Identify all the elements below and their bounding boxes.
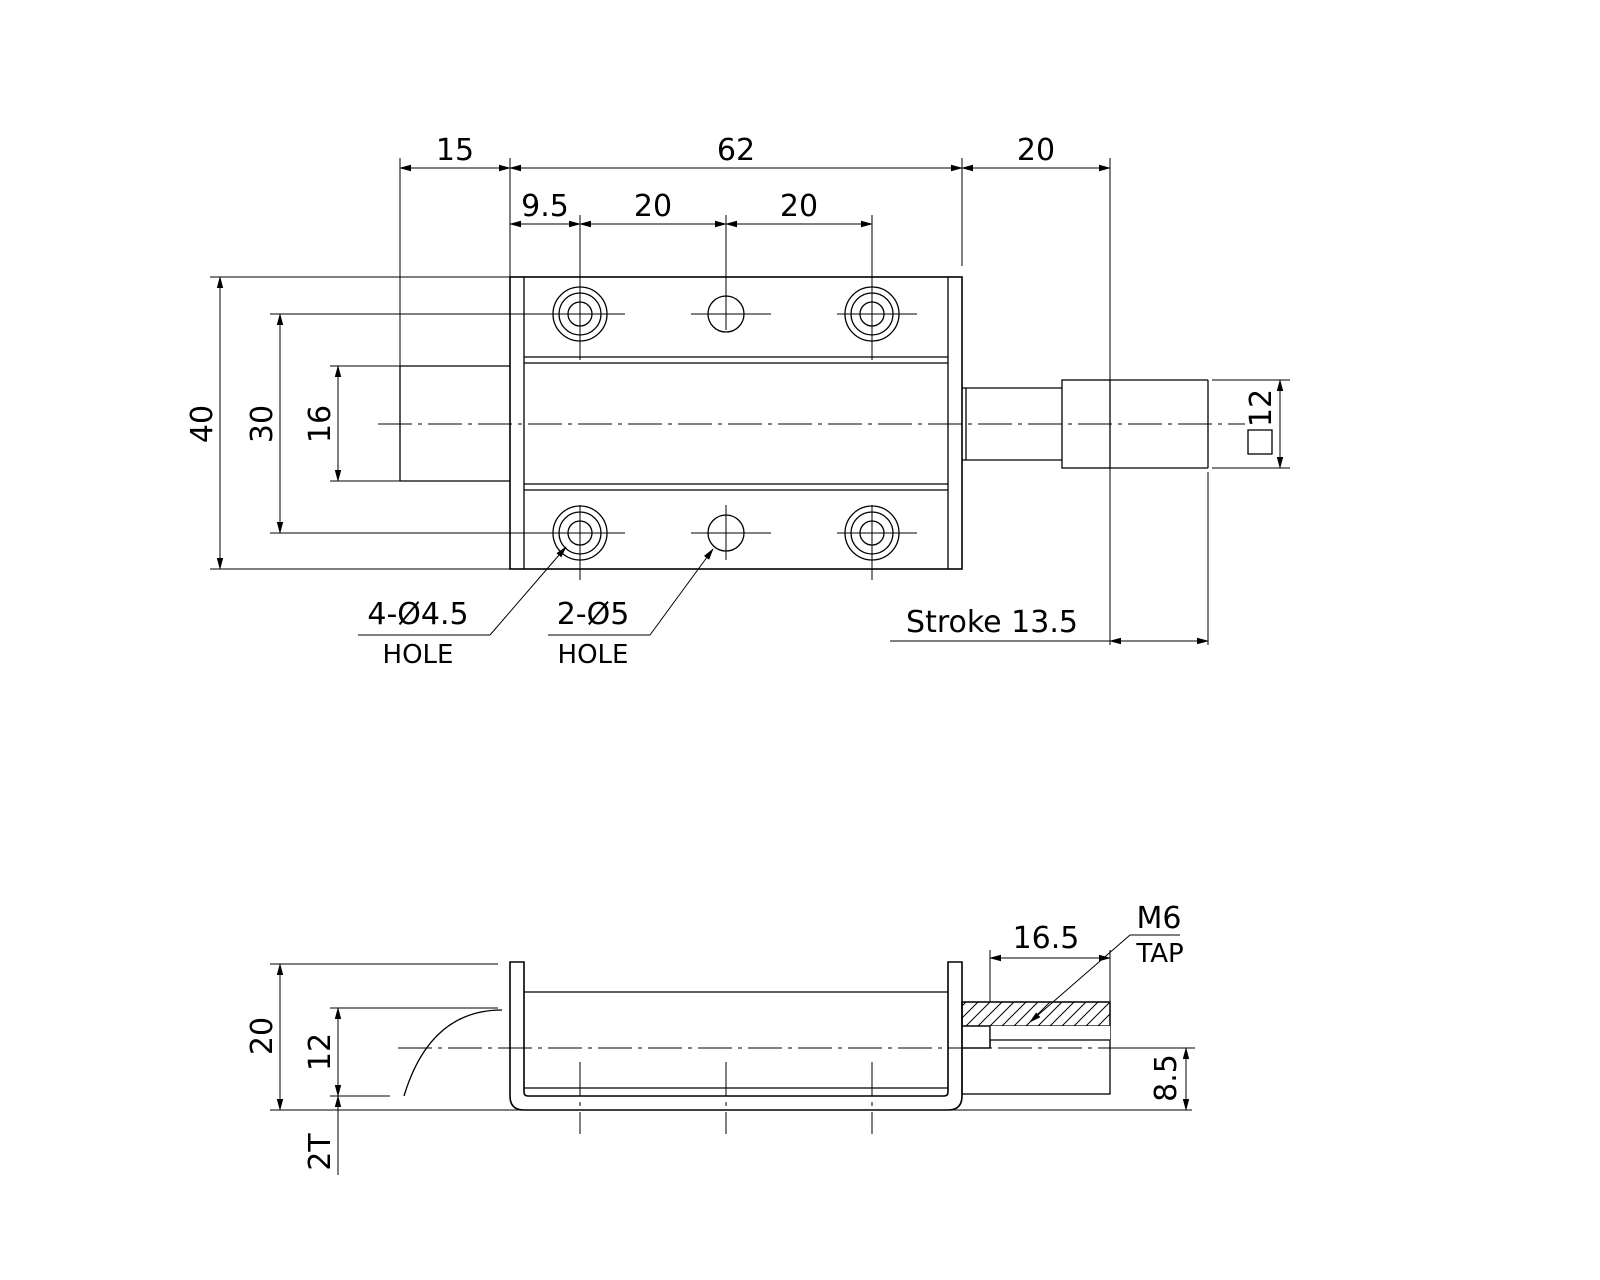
dim-thread-length: 16.5 xyxy=(1013,921,1080,956)
dim-hole-pitch: 20 xyxy=(634,189,672,224)
dim-square-size: 12 xyxy=(1244,389,1279,427)
square-symbol: 12 xyxy=(1244,389,1279,455)
dim-hole-pitch: 20 xyxy=(780,189,818,224)
dim-right-extension: 20 xyxy=(1017,133,1055,168)
dimension-lines xyxy=(216,164,1284,645)
tap-size: M6 xyxy=(1137,901,1182,936)
dim-slot-width: 16 xyxy=(303,405,338,443)
leader-lines xyxy=(358,546,714,636)
stroke-label: Stroke 13.5 xyxy=(906,605,1078,640)
hole-note-countersunk-sub: HOLE xyxy=(383,640,454,670)
hole-note-plain-sub: HOLE xyxy=(558,640,629,670)
tap-label: TAP xyxy=(1135,939,1183,969)
dim-body-length: 62 xyxy=(717,133,755,168)
bolt-side xyxy=(961,1001,1111,1095)
dim-bolt-height: 12 xyxy=(303,1033,338,1071)
dimension-lines xyxy=(276,934,1190,1175)
mounting-plate xyxy=(509,276,963,570)
bolt-left-curve xyxy=(403,1009,503,1097)
extension-lines xyxy=(210,158,1290,645)
dim-first-hole-offset: 9.5 xyxy=(521,189,569,224)
dim-left-extension: 15 xyxy=(436,133,474,168)
top-view: 15 62 20 9.5 20 20 40 30 16 12 Stroke 13… xyxy=(185,133,1290,670)
dim-overall-height: 40 xyxy=(185,405,220,443)
hole-note-countersunk: 4-Ø4.5 xyxy=(367,597,468,632)
side-view: 16.5 M6 TAP 20 12 2T 8.5 xyxy=(245,901,1195,1175)
holes xyxy=(545,240,917,580)
dim-side-height: 20 xyxy=(245,1017,280,1055)
dim-plate-thickness: 2T xyxy=(303,1133,338,1171)
dim-center-height: 8.5 xyxy=(1149,1054,1184,1102)
dim-hole-span: 30 xyxy=(245,405,280,443)
hole-note-plain: 2-Ø5 xyxy=(557,597,630,632)
tap-hatch xyxy=(961,1001,1111,1027)
u-channel-plate xyxy=(509,961,963,1111)
